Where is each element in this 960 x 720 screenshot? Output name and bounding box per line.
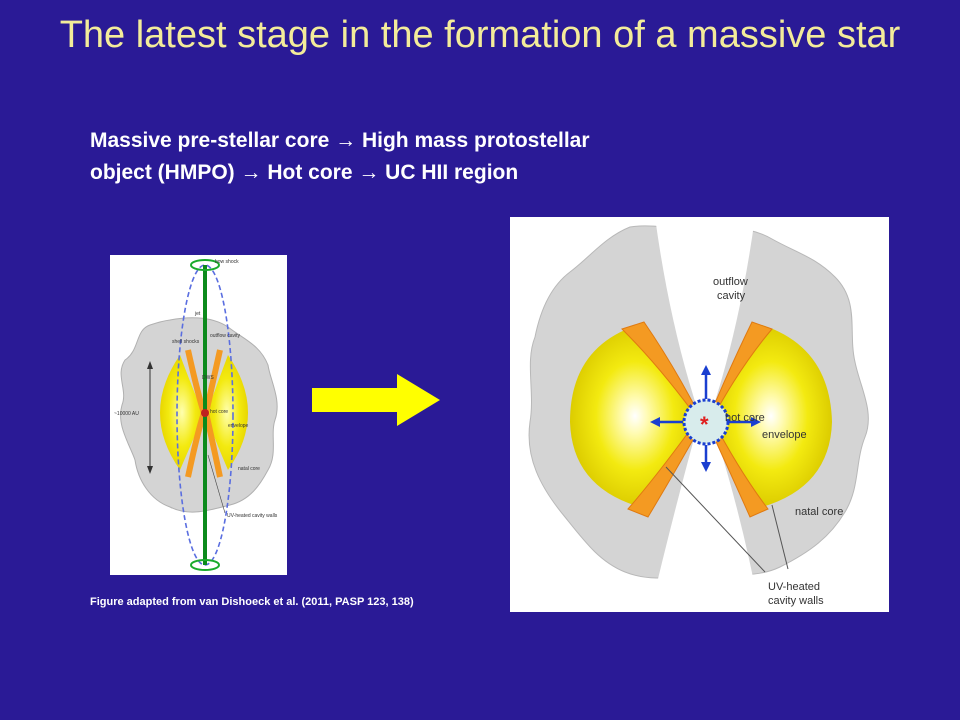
- left-bow-shock-bottom: [190, 559, 220, 571]
- left-label-scale: ~10000 AU: [114, 411, 139, 417]
- right-label-envelope: envelope: [762, 429, 807, 441]
- figure-caption: Figure adapted from van Dishoeck et al. …: [90, 596, 414, 608]
- left-label-outflow-cavity: outflow cavity: [210, 333, 241, 339]
- left-label-bow-shock: bow shock: [215, 259, 239, 265]
- left-scale-arrow-top: [147, 361, 153, 369]
- left-envelope-shape-right: [206, 355, 248, 470]
- left-diagram-panel: bow shock jet outflow cavity shell shock…: [110, 255, 287, 575]
- right-diagram: * outflow cavity hot core envelope natal…: [528, 217, 869, 612]
- left-label-natal-core: natal core: [238, 466, 260, 472]
- slide-subtitle: Massive pre-stellar core → High mass pro…: [90, 129, 590, 184]
- left-bow-shock-top: [190, 259, 220, 271]
- right-label-natal-core: natal core: [795, 506, 843, 518]
- left-label-envelope: envelope: [228, 423, 249, 429]
- left-uv-pointer: [207, 454, 226, 514]
- right-label-uv-heated: UV-heated: [768, 581, 820, 593]
- right-star-icon: *: [700, 412, 709, 437]
- right-uv-pointer-left: [665, 466, 766, 573]
- left-label-dws: DWS: [202, 375, 214, 381]
- right-label-cavity-walls: cavity walls: [768, 595, 824, 607]
- left-label-shell-shocks: shell shocks: [172, 339, 200, 345]
- left-label-uv-heated: UV-heated cavity walls: [227, 513, 278, 519]
- left-central-source: [201, 409, 209, 417]
- right-label-outflow: outflow: [713, 276, 748, 288]
- transition-arrow-icon: [312, 374, 440, 426]
- left-diagram: bow shock jet outflow cavity shell shock…: [114, 259, 278, 571]
- expansion-arrows: [650, 365, 761, 472]
- right-label-cavity: cavity: [717, 290, 746, 302]
- right-uv-pointer-right: [771, 504, 789, 570]
- right-uchii-region: [682, 398, 730, 446]
- left-label-hot-core: hot core: [210, 409, 228, 415]
- left-scale-arrow-bottom: [147, 466, 153, 474]
- right-cavity-wall-right: [706, 321, 773, 518]
- right-diagram-panel: * outflow cavity hot core envelope natal…: [510, 217, 889, 612]
- right-label-hot-core: hot core: [725, 412, 765, 424]
- left-label-jet: jet: [194, 311, 201, 317]
- slide-title: The latest stage in the formation of a m…: [59, 14, 901, 56]
- left-envelope-shape: [160, 355, 204, 470]
- right-cavity-wall-left: [621, 321, 704, 518]
